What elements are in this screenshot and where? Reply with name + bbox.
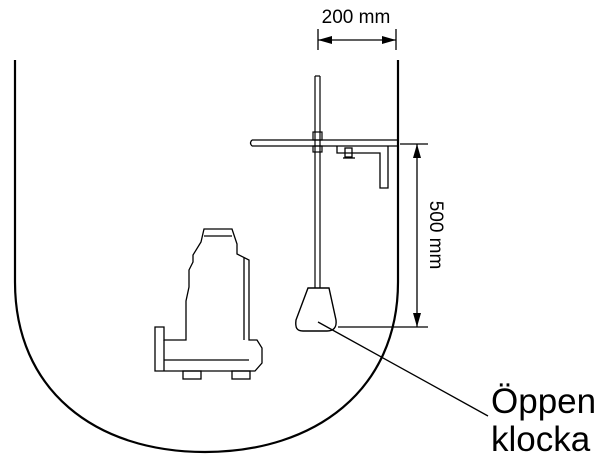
level-rod bbox=[312, 75, 323, 288]
width-dimension-label: 200 mm bbox=[322, 7, 391, 28]
height-dimension bbox=[338, 143, 428, 328]
callout-label-line1: Öppen bbox=[491, 382, 596, 421]
height-arrow-bottom bbox=[413, 313, 421, 327]
callout-label-line2: klocka bbox=[491, 420, 591, 458]
height-dimension-label: 500 mm bbox=[425, 201, 446, 270]
mounting-beam bbox=[249, 139, 397, 147]
width-arrow-right bbox=[382, 36, 396, 44]
callout-leader bbox=[317, 321, 489, 417]
open-bell bbox=[295, 287, 337, 332]
height-arrow-top bbox=[413, 144, 421, 158]
wall-bracket bbox=[336, 146, 389, 189]
submersible-pump bbox=[154, 228, 263, 380]
width-arrow-left bbox=[318, 36, 332, 44]
sump-outline bbox=[13, 60, 400, 454]
